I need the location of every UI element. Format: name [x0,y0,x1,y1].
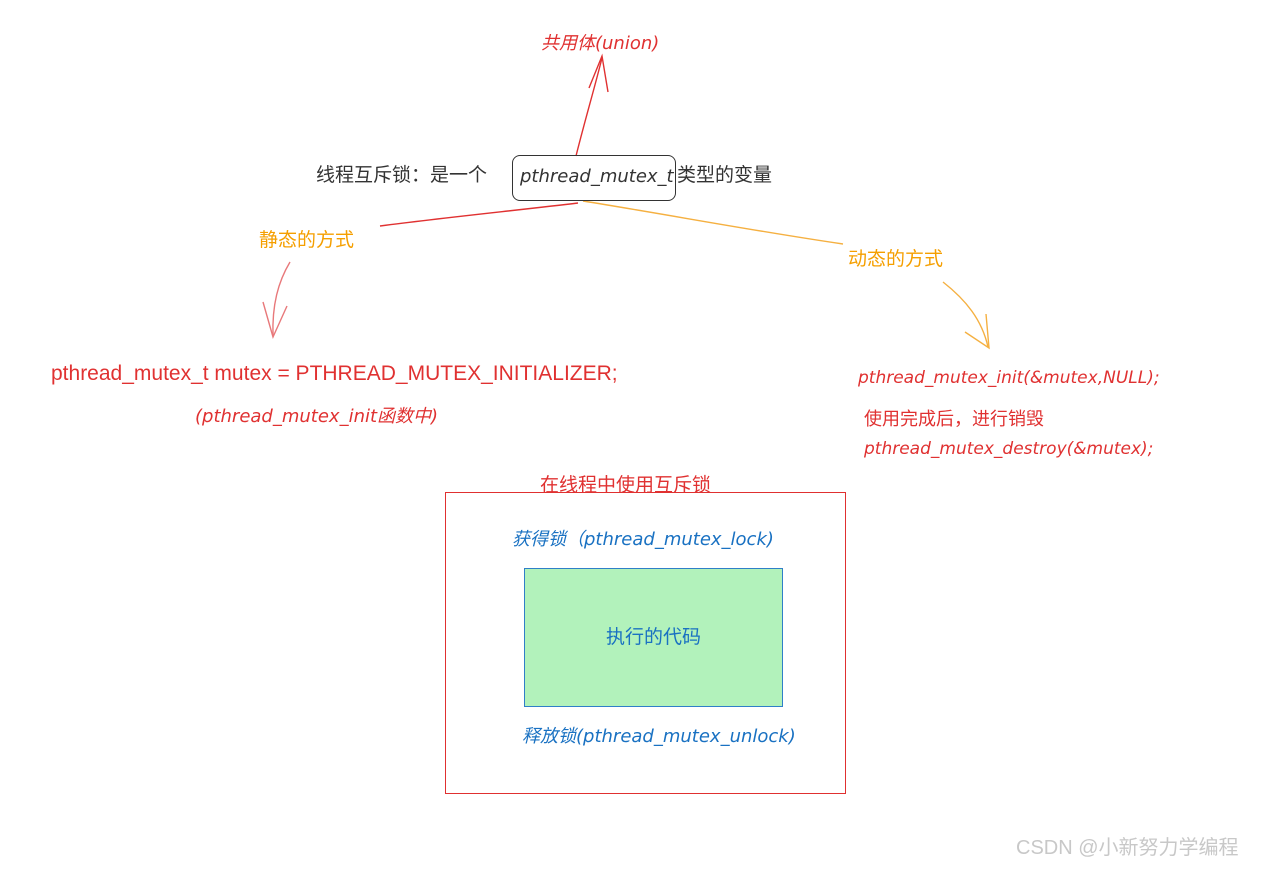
lock-step: 获得锁（pthread_mutex_lock) [512,529,774,550]
static-note: (pthread_mutex_init函数中) [195,406,439,427]
static-label: 静态的方式 [259,229,355,251]
unlock-step: 释放锁(pthread_mutex_unlock) [522,726,796,747]
usage-title: 在线程中使用互斥锁 [540,474,712,496]
arrow-to-union [575,57,603,157]
title-type: pthread_mutex_t [520,166,674,187]
union-label: 共用体(union) [541,33,660,54]
critical-section-box: 执行的代码 [524,568,783,707]
line-to-static [379,202,579,227]
critical-section-label: 执行的代码 [605,626,701,648]
line-to-dynamic [582,200,844,245]
arrow-static-down [272,261,291,337]
arrow-dynamic-down [942,281,989,348]
arrow-dynamic-down-head [964,313,990,350]
arrow-static-down-head [262,301,288,340]
static-code: pthread_mutex_t mutex = PTHREAD_MUTEX_IN… [51,362,618,385]
type-highlight-box [512,155,676,201]
dynamic-destroy-code: pthread_mutex_destroy(&mutex); [864,439,1154,459]
dynamic-init-code: pthread_mutex_init(&mutex,NULL); [858,368,1160,388]
arrow-to-union-head [588,53,609,93]
dynamic-label: 动态的方式 [848,248,944,270]
title-prefix: 线程互斥锁：是一个 [316,164,488,186]
mutex-usage-frame [445,492,846,794]
watermark: CSDN @小新努力学编程 [1016,837,1239,859]
title-suffix: 类型的变量 [677,164,773,186]
dynamic-after-note: 使用完成后，进行销毁 [864,409,1044,430]
